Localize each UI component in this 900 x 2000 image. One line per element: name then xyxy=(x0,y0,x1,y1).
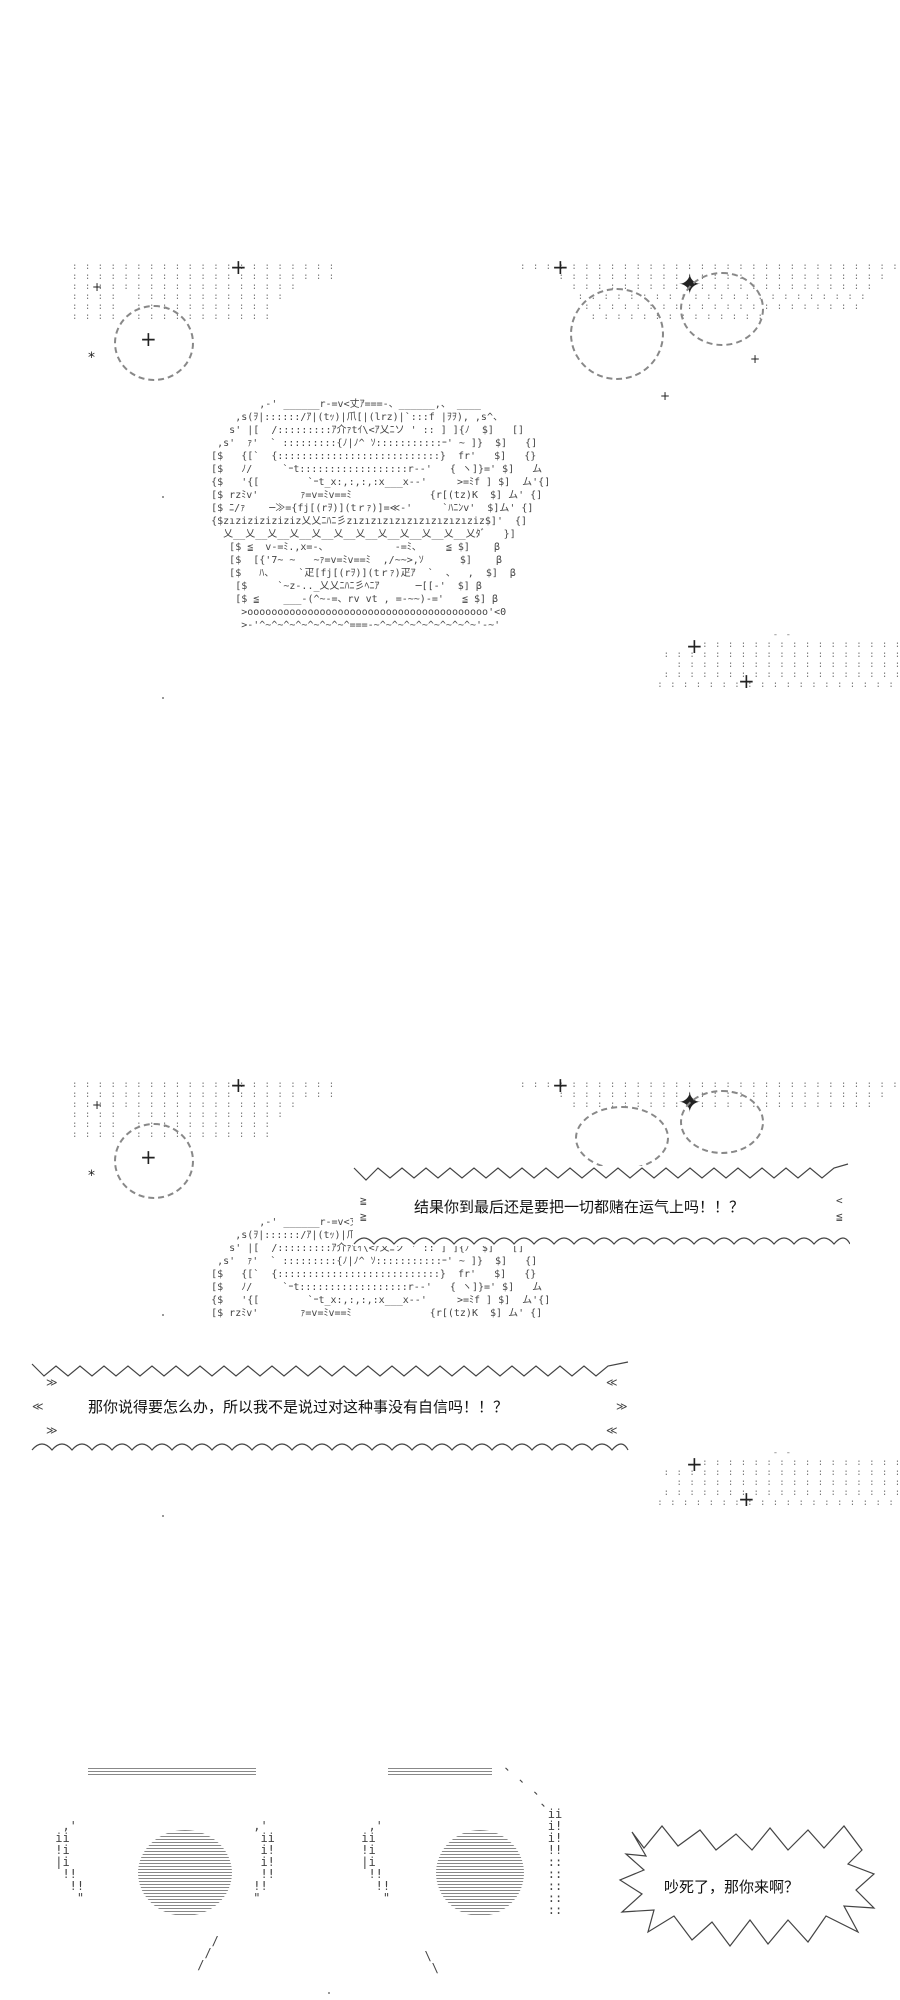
eye-hatching-right xyxy=(436,1830,524,1916)
svg-text:≧: ≧ xyxy=(360,1210,367,1223)
sparkle-cross-icon: + xyxy=(92,280,103,294)
svg-text:<: < xyxy=(836,1194,843,1207)
sparkle-cross-icon: + xyxy=(230,255,247,279)
sparkle-cross-icon: + xyxy=(686,634,703,658)
chin-line-right: \ \ xyxy=(424,1949,439,1975)
bubble-text-3: 吵死了，那你来啊？ xyxy=(664,1878,800,1896)
sparkle-cross-icon: + xyxy=(660,389,671,403)
face-outline-left: ,' ii !i |i !! !! " xyxy=(55,1819,85,1905)
dotted-sky-left: : : : : : : : : : : : : : : : : : : : : … xyxy=(72,1080,336,1140)
dot-mark xyxy=(162,496,164,498)
bubble-outline xyxy=(618,1825,876,1947)
sparkle-cross-icon: + xyxy=(686,1452,703,1476)
svg-text:≦: ≦ xyxy=(836,1210,843,1223)
ascii-art-cake: ,-' ______r-=v<丈ｱ===-、______,、 ____ ,s(ｦ… xyxy=(211,399,551,631)
hair-hatching xyxy=(388,1768,492,1776)
sparkle-cross-icon: + xyxy=(738,1487,755,1511)
dotted-cloud-lower-right: - - : : : : : : : : : : : : : : : : : : … xyxy=(657,630,900,690)
face-outline-right: ,' ii !i |i !! !! " xyxy=(361,1819,391,1905)
sparkle-cross-icon: + xyxy=(230,1073,247,1097)
bubble-outline: ≫ ≪ ≫ ≪ ≫ ≪ xyxy=(31,1361,629,1451)
eye-hatching-left xyxy=(138,1830,232,1916)
dotted-cloud-shape xyxy=(680,272,764,346)
sparkle-cross-icon: + xyxy=(552,1073,569,1097)
face-outline-left: ,' ii i! i! !! !! " xyxy=(253,1819,275,1905)
face-outline-right: 、 、 、 、 ii i! i! !! :: :: :: :: :: xyxy=(504,1759,563,1917)
dot-mark xyxy=(162,1515,164,1517)
bubble-text-2: 那你说得要怎么办，所以我不是说过对这种事没有自信吗！！？ xyxy=(88,1398,509,1416)
dotted-cloud-shape xyxy=(570,288,664,380)
svg-text:≧: ≧ xyxy=(360,1194,367,1207)
sparkle-cross-icon: + xyxy=(552,255,569,279)
svg-text:≫: ≫ xyxy=(46,1376,58,1389)
dot-mark xyxy=(328,1992,330,1994)
svg-text:≫: ≫ xyxy=(46,1424,58,1437)
sparkle-cross-icon: + xyxy=(750,352,761,366)
asterisk-star-icon: * xyxy=(88,1168,95,1184)
speech-bubble-2: ≫ ≪ ≫ ≪ ≫ ≪ 那你说得要怎么办，所以我不是说过对这种事没有自信吗！！？ xyxy=(30,1360,630,1454)
speech-bubble-3: 吵死了，那你来啊？ xyxy=(612,1820,882,1950)
svg-text:≫: ≫ xyxy=(616,1400,628,1413)
svg-text:≪: ≪ xyxy=(606,1424,618,1437)
dotted-moon-shape xyxy=(114,305,194,381)
sparkle-cross-icon: + xyxy=(92,1098,103,1112)
asterisk-star-icon: * xyxy=(88,350,95,366)
svg-text:≪: ≪ xyxy=(606,1376,618,1389)
chin-line-left: / / / xyxy=(197,1934,219,1972)
svg-text:≪: ≪ xyxy=(32,1400,44,1413)
dot-mark xyxy=(162,1314,164,1316)
sparkle-cross-icon: + xyxy=(738,669,755,693)
bubble-outline: ≧ ≧ < ≦ xyxy=(353,1163,850,1246)
dotted-sky-left: : : : : : : : : : : : : : : : : : : : : … xyxy=(72,262,336,322)
dotted-cloud-shape xyxy=(680,1090,764,1154)
dotted-moon-shape xyxy=(114,1123,194,1199)
hair-hatching xyxy=(88,1768,256,1776)
speech-bubble-1: ≧ ≧ < ≦ 结果你到最后还是要把一切都赌在运气上吗！！？ xyxy=(352,1160,850,1252)
dot-mark xyxy=(162,697,164,699)
dotted-cloud-lower-right: - - : : : : : : : : : : : : : : : : : : … xyxy=(657,1448,900,1508)
bubble-text-1: 结果你到最后还是要把一切都赌在运气上吗！！？ xyxy=(414,1198,745,1216)
